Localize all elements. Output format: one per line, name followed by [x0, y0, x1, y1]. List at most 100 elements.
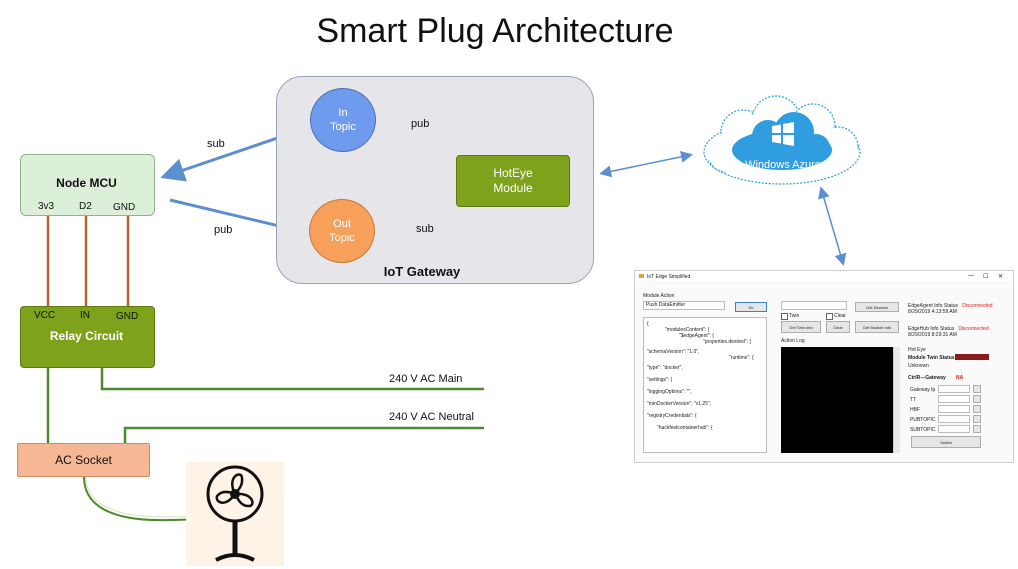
out-topic-line2: Topic [329, 232, 355, 244]
iot-gateway-label: IoT Gateway [383, 264, 461, 279]
gateway-ip-label: Gateway Ip [910, 387, 936, 393]
node-mcu-pin-d2: D2 [79, 201, 92, 212]
relay-pin-in: IN [80, 310, 90, 321]
tt-label: TT [910, 397, 917, 403]
twin-checkbox[interactable] [781, 313, 788, 320]
gateway-ip-input[interactable] [938, 385, 970, 393]
node-mcu-pin-3v3: 3v3 [38, 201, 55, 212]
json-textarea[interactable]: { "modulesContent": { "$edgeAgent": { "p… [643, 317, 767, 453]
subtopic-input[interactable] [938, 425, 970, 433]
unknown-label: Unknown [908, 363, 929, 369]
module-action-select[interactable]: Push DataEmitter [643, 301, 725, 310]
edge-agent-status-label: EdgeAgent Info Status [908, 303, 959, 309]
get-devices-button[interactable]: Get Devices [855, 302, 899, 312]
action-log-scrollbar[interactable] [893, 347, 900, 453]
hbf-label: HBF [910, 407, 920, 413]
pubtopic-input[interactable] [938, 415, 970, 423]
label-sub-left: sub [207, 138, 225, 150]
pubtopic-label: PUBTOPIC [910, 417, 936, 423]
module-action-value: Push DataEmitter [646, 302, 686, 308]
json-line: "loggingOptions": "", [647, 389, 692, 395]
arrow-pub-to-out-topic [169, 198, 302, 238]
json-line: "modulesContent": { [665, 327, 710, 333]
out-topic-line1: Out [333, 218, 351, 230]
module-action-label: Module Action [643, 293, 675, 299]
json-line: "$edgeAgent": { [679, 333, 714, 339]
module-twin-status-label: Module Twin Status [908, 355, 955, 361]
wire-ac-neutral [123, 426, 484, 443]
relay-pin-vcc: VCC [34, 310, 56, 321]
fan-icon [186, 462, 284, 566]
get-twin-info-button[interactable]: Get Twin Info [781, 321, 821, 333]
module-twin-status-indicator [955, 354, 989, 360]
devices-dropdown[interactable] [781, 301, 847, 310]
hoteye-line2: Module [493, 181, 533, 195]
arrow-cloud-app [818, 186, 847, 266]
label-ac-main: 240 V AC Main [389, 373, 463, 385]
tt-dropdown[interactable] [973, 395, 981, 403]
clear-checkbox[interactable] [826, 313, 833, 320]
json-line: "settings": { [647, 377, 673, 383]
node-mcu-pin-gnd: GND [113, 202, 136, 213]
ctrlr-gateway-value: NA [956, 375, 964, 381]
hoteye-line1: HotEye [493, 166, 533, 180]
json-line: { [647, 321, 649, 327]
tt-input[interactable] [938, 395, 970, 403]
get-module-info-button[interactable]: Get Module Info [855, 321, 899, 333]
relay-pin-gnd: GND [116, 311, 139, 322]
edge-agent-status-value: Disconnected [962, 303, 993, 309]
node-mcu-box [20, 154, 155, 216]
subtopic-dropdown[interactable] [973, 425, 981, 433]
json-line: "registryCredentials": { [647, 413, 697, 419]
gateway-ip-dropdown[interactable] [973, 385, 981, 393]
action-log-panel [781, 347, 893, 453]
hot-eye-label: Hot Eye [908, 347, 926, 353]
clear-checkbox-label: Clear [834, 313, 846, 319]
do-button[interactable]: Do [735, 302, 767, 312]
hbf-dropdown[interactable] [973, 405, 981, 413]
action-log-label: Action Log [781, 338, 805, 344]
iot-edge-app-window: IoT Edge Simplified — ☐ ✕ Module Action … [634, 270, 1014, 463]
label-pub-left: pub [214, 224, 233, 236]
json-line: "type": "docker", [647, 365, 683, 371]
windows-logo-icon [772, 122, 794, 146]
label-sub-gateway: sub [416, 223, 434, 235]
edge-hub-time: 8/29/2019 8:29:31 AM [908, 332, 957, 338]
minimize-button[interactable]: — [968, 273, 974, 279]
page-title: Smart Plug Architecture [316, 12, 674, 50]
close-button[interactable]: ✕ [998, 274, 1004, 280]
relay-circuit-title: Relay Circuit [49, 329, 124, 343]
edge-hub-status-value: Disconnected [958, 326, 989, 332]
hbf-input[interactable] [938, 405, 970, 413]
json-line: "properties.desired": { [703, 339, 752, 345]
ac-socket-box: AC Socket [17, 443, 150, 477]
twin-checkbox-label: Twin [789, 313, 800, 319]
wire-ac-main [100, 366, 484, 391]
azure-cloud-label: Windows Azure [745, 159, 821, 171]
arrow-gateway-cloud [599, 150, 693, 178]
app-titlebar [635, 271, 1013, 281]
in-topic-line1: In [338, 107, 348, 119]
label-ac-neutral: 240 V AC Neutral [389, 411, 474, 423]
subtopic-label: SUBTOPIC [910, 427, 936, 433]
node-mcu-title: Node MCU [56, 176, 117, 190]
in-topic-line2: Topic [330, 121, 356, 133]
app-icon [639, 274, 644, 278]
clear-button[interactable]: Clear [826, 321, 850, 333]
edge-hub-status: EdgeHub Info Status Disconnected [908, 326, 989, 332]
pubtopic-dropdown[interactable] [973, 415, 981, 423]
switch-button[interactable]: Switch [911, 436, 981, 448]
edge-hub-status-label: EdgeHub Info Status [908, 326, 955, 332]
json-line: "hackfestcontainerhub": { [657, 425, 713, 431]
relay-circuit-box [20, 306, 155, 368]
label-pub-gateway: pub [411, 118, 430, 130]
app-title: IoT Edge Simplified [647, 274, 691, 280]
edge-agent-status: EdgeAgent Info Status Disconnected [908, 303, 993, 309]
json-line: "minDockerVersion": "v1.25", [647, 401, 712, 407]
maximize-button[interactable]: ☐ [983, 274, 989, 280]
json-line: "runtime": { [729, 355, 754, 361]
ctrlr-gateway-label: CtrlR---Gateway [908, 375, 946, 381]
